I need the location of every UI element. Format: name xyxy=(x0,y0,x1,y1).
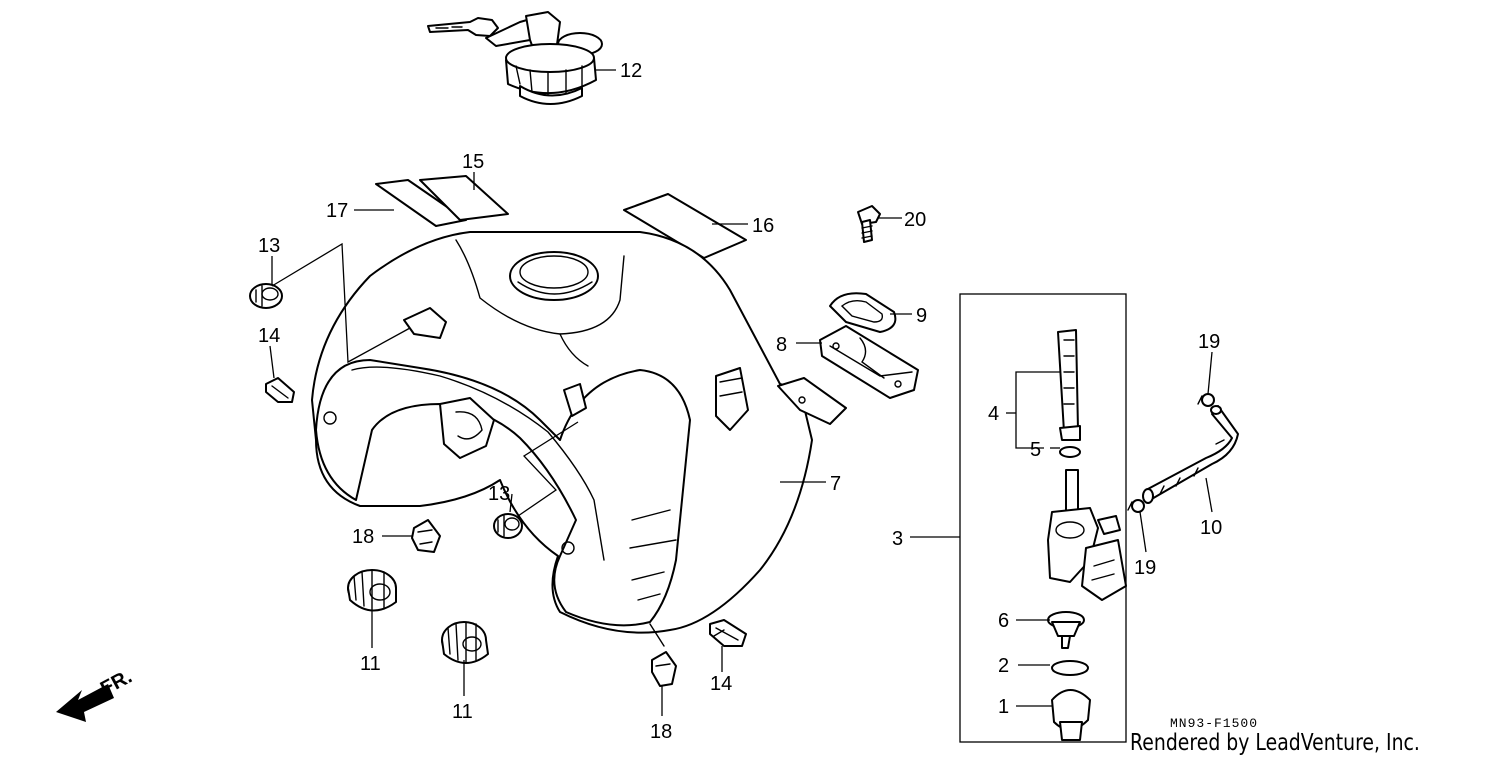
diagram-code: MN93-F1500 xyxy=(1170,716,1259,731)
callout-8: 8 xyxy=(776,334,787,356)
bracket-8 xyxy=(819,325,919,399)
callout-3: 3 xyxy=(892,528,903,550)
callout-4: 4 xyxy=(988,403,999,425)
collar-14-right xyxy=(709,619,747,647)
front-arrow-icon: FR. xyxy=(56,666,136,722)
callout-15: 15 xyxy=(462,151,484,173)
callout-19-lower: 19 xyxy=(1134,557,1156,579)
strainer-4 xyxy=(1057,329,1081,441)
hose-clip-19-lower xyxy=(1127,499,1145,513)
callout-7: 7 xyxy=(830,473,841,495)
callout-2: 2 xyxy=(998,655,1009,677)
collar-14-left xyxy=(265,377,295,403)
grommet-13-lower xyxy=(493,513,523,539)
callout-5: 5 xyxy=(1030,439,1041,461)
o-ring-2 xyxy=(1051,660,1089,676)
callout-16: 16 xyxy=(752,215,774,237)
filter-cup-6 xyxy=(1047,611,1085,649)
filter-cup-1 xyxy=(1051,689,1091,741)
callout-6: 6 xyxy=(998,610,1009,632)
callout-12: 12 xyxy=(620,60,642,82)
callout-numbers: 12 15 17 16 20 9 8 13 14 13 18 7 11 11 1… xyxy=(258,60,1222,743)
callout-10: 10 xyxy=(1200,517,1222,539)
callout-19-upper: 19 xyxy=(1198,331,1220,353)
damper-11-lower xyxy=(441,621,489,664)
callout-18-left: 18 xyxy=(352,526,374,548)
clip-18-left xyxy=(411,519,441,553)
clip-18-bottom xyxy=(651,651,677,687)
fuel-hose-10 xyxy=(1142,405,1239,504)
callout-17: 17 xyxy=(326,200,348,222)
fuel-cock-body xyxy=(1047,469,1127,601)
callout-14-left: 14 xyxy=(258,325,280,347)
grommet-13-upper xyxy=(249,283,283,309)
hose-clip-19-upper xyxy=(1197,393,1215,407)
fuel-cap-with-keys xyxy=(427,11,603,105)
callout-14-right: 14 xyxy=(710,673,732,695)
decal-15 xyxy=(419,175,509,221)
callout-1: 1 xyxy=(998,696,1009,718)
callout-9: 9 xyxy=(916,305,927,327)
damper-11-upper xyxy=(347,569,397,612)
callout-11-lower: 11 xyxy=(452,701,473,723)
callout-20: 20 xyxy=(904,209,926,231)
callout-13-lower: 13 xyxy=(488,483,510,505)
callout-11-upper: 11 xyxy=(360,653,381,675)
bolt-20 xyxy=(857,205,881,243)
o-ring-5 xyxy=(1059,446,1081,458)
callout-18-bottom: 18 xyxy=(650,721,672,743)
callout-13-upper: 13 xyxy=(258,235,280,257)
credit-text: Rendered by LeadVenture, Inc. xyxy=(1130,730,1420,756)
fuel-cock-assembly-box xyxy=(959,293,1127,743)
gasket-9 xyxy=(829,292,897,333)
leader-lines xyxy=(269,69,1213,716)
